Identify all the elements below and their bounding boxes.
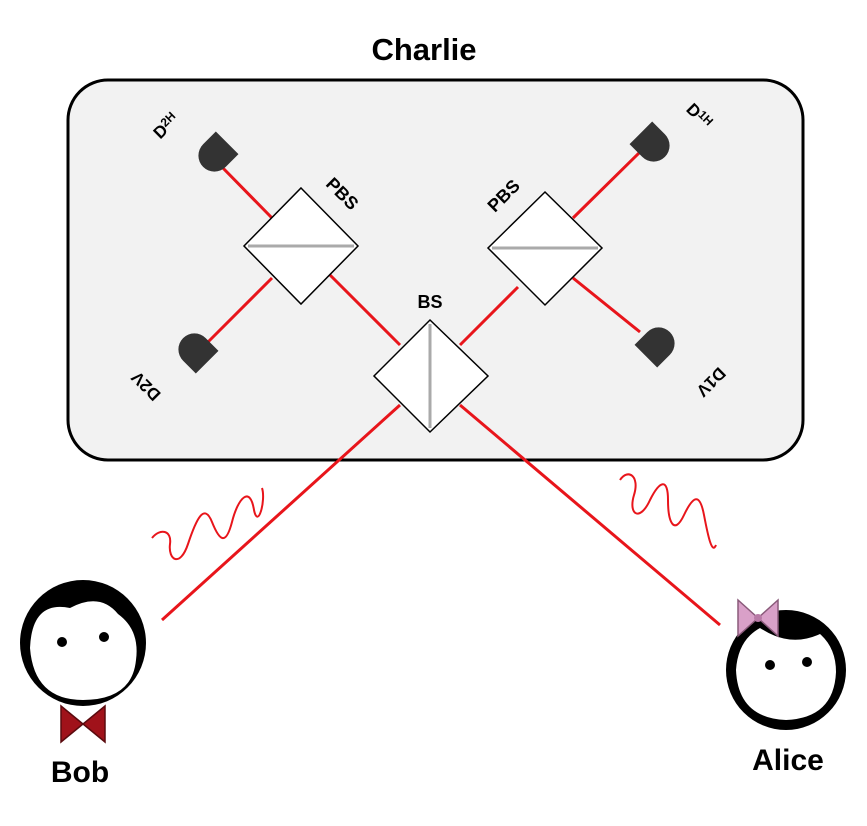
beam-right-pbs-to-d1h [571,150,642,220]
bob-label: Bob [51,756,109,789]
detector-d2v [178,333,219,374]
bob-figure [20,580,146,744]
bob-bowtie-left [60,704,85,744]
beam-splitter [372,318,490,434]
external-beams [160,403,721,627]
alice-right-eye [802,657,812,667]
right-pbs [486,190,604,307]
alice-bow-knot [754,614,762,622]
alice-bow-left [737,598,760,638]
detector-d1v [634,327,675,368]
detector-d1h-shape [629,121,670,162]
internal-beams [203,150,642,347]
alice-face [736,628,836,720]
bob-wave-packet [151,487,265,560]
bob-face [30,601,137,700]
charlie-title: Charlie [371,32,476,67]
alice-wave-packet [619,473,717,549]
bob-left-eye [57,637,67,647]
alice-figure [726,598,846,730]
alice-left-eye [765,660,775,670]
beam-left-pbs-to-d2v [203,276,274,347]
charlie-box [66,78,805,462]
detector-d2v-shape [178,333,219,374]
beam-bs-to-left-pbs [328,273,402,347]
detector-d2h-shape [198,131,239,172]
beam-alice-to-bs [459,403,721,627]
beam-bs-to-right-pbs [458,285,520,347]
detector-d1h [629,121,670,162]
alice-label: Alice [752,744,824,777]
detector-d1v-shape [634,327,675,368]
alice-bow-right [756,598,779,638]
beam-left-pbs-to-d2h [218,163,274,220]
beam-bob-to-bs [160,403,402,622]
beam-right-pbs-to-d1v [572,276,641,334]
left-pbs [242,186,360,306]
bob-bowtie-right [81,704,106,744]
bs-label: BS [417,292,442,312]
bob-right-eye [99,632,109,642]
detector-d2h [198,131,239,172]
